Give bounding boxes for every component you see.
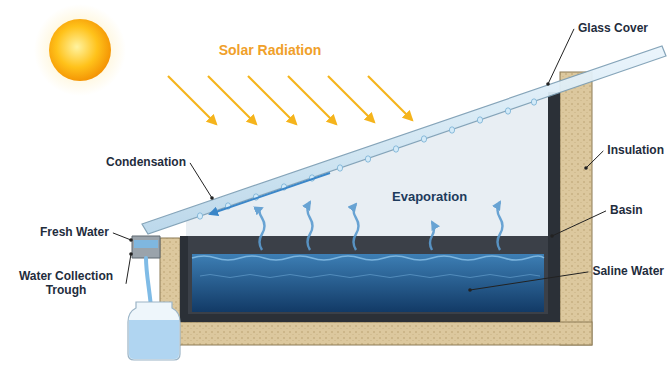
glass-jar	[128, 302, 180, 360]
droplet	[197, 213, 202, 219]
leader-line	[470, 272, 588, 290]
glass-cover	[142, 46, 666, 234]
leader-dot	[550, 234, 554, 238]
basin	[188, 236, 548, 314]
droplets	[197, 99, 536, 219]
ray-arrow	[328, 76, 374, 122]
leader-line	[190, 163, 212, 198]
interior-air	[186, 95, 548, 236]
insulation-wall	[560, 72, 592, 345]
sun	[49, 19, 111, 81]
ray-arrow	[368, 76, 412, 120]
leader-line	[586, 151, 603, 168]
callout-label: Condensation	[106, 156, 186, 170]
leader-line	[552, 211, 606, 236]
droplet	[337, 165, 342, 171]
droplet	[505, 108, 510, 114]
ray-arrow	[168, 76, 216, 124]
droplet	[531, 99, 536, 105]
basin-liner	[180, 314, 560, 322]
callout-label: Glass Cover	[578, 22, 648, 36]
callout-label: Water Collection Trough	[10, 270, 122, 298]
leader-line	[548, 29, 574, 84]
ray-arrow	[288, 76, 336, 124]
leader-dot	[129, 252, 133, 256]
callout-label: Insulation	[607, 144, 664, 158]
ray-arrow	[208, 76, 256, 124]
label-text: Basin	[610, 203, 643, 217]
trough-water	[134, 240, 158, 248]
leader-line	[113, 233, 131, 240]
label-text: Solar Radiation	[219, 42, 322, 58]
droplet	[449, 127, 454, 133]
basin-liner	[180, 236, 188, 322]
solar-rays	[168, 76, 412, 124]
label-text: Water Collection Trough	[19, 269, 113, 297]
label-text: Fresh Water	[40, 225, 109, 239]
vapour-arrow	[260, 208, 265, 250]
leader-dot	[468, 288, 472, 292]
basin-liner	[548, 92, 560, 322]
water-ripple	[192, 256, 544, 260]
leader-dot	[546, 82, 550, 86]
callout-label: Fresh Water	[40, 226, 109, 240]
evaporation-arrows	[260, 202, 503, 250]
leader-dot	[210, 196, 214, 200]
callout-label: Evaporation	[392, 190, 467, 205]
label-text: Glass Cover	[578, 21, 648, 35]
condensate-flow-arrow	[210, 173, 330, 214]
vapour-arrow	[308, 202, 313, 250]
label-text: Evaporation	[392, 189, 467, 204]
label-text: Saline Water	[592, 264, 664, 278]
leader-dot	[584, 166, 588, 170]
water-ripple	[200, 275, 540, 278]
insulation-base	[160, 322, 592, 345]
vapour-arrow	[430, 222, 434, 250]
droplet	[421, 136, 426, 142]
droplet	[393, 146, 398, 152]
sun-glow	[34, 4, 126, 96]
callout-label: Saline Water	[592, 265, 664, 279]
collection-trough	[132, 236, 160, 258]
saline-water	[192, 254, 544, 312]
ray-arrow	[248, 76, 296, 124]
callout-label: Basin	[610, 204, 643, 218]
label-text: Insulation	[607, 143, 664, 157]
label-text: Condensation	[106, 155, 186, 169]
leader-dot	[129, 238, 133, 242]
vapour-arrow	[354, 204, 359, 250]
vapour-arrow	[498, 202, 503, 250]
callout-label: Solar Radiation	[219, 42, 322, 58]
droplet	[365, 156, 370, 162]
jar-water	[129, 320, 179, 359]
droplet	[477, 117, 482, 123]
leader-line	[126, 254, 131, 284]
